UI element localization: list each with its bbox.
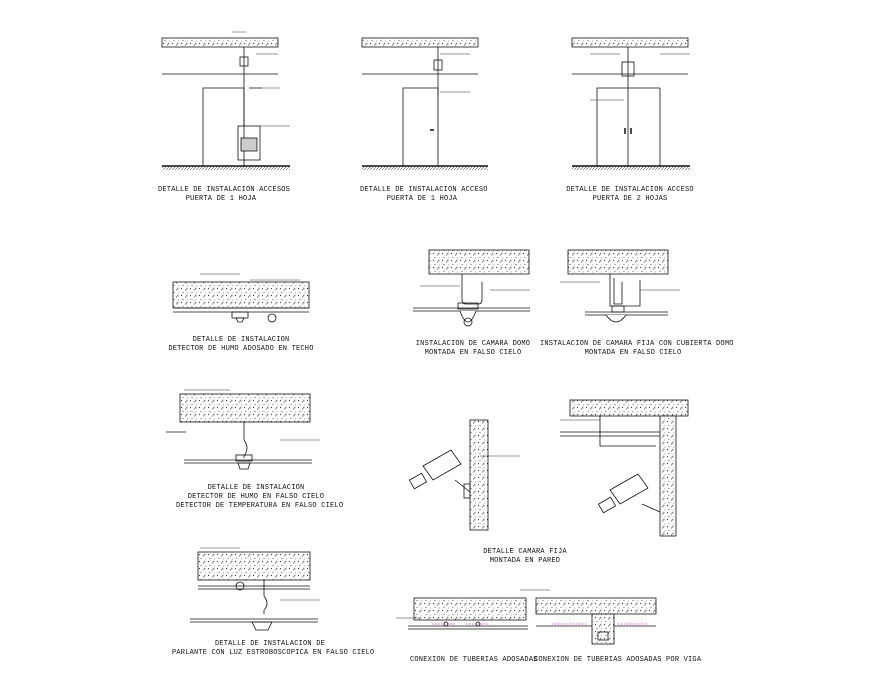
caption-pipe-connection: CONEXION DE TUBERIAS ADOSADAS xyxy=(410,656,538,665)
caption-line: DETALLE DE INSTALACION ACCESO xyxy=(566,186,694,194)
caption-line: DETALLE CAMARA FIJA xyxy=(483,548,567,556)
caption-fixed-camera-wall: DETALLE CAMARA FIJA MONTADA EN PARED xyxy=(470,548,580,566)
caption-door-access-2: DETALLE DE INSTALACION ACCESO PUERTA DE … xyxy=(360,186,488,204)
caption-line: DETECTOR DE TEMPERATURA EN FALSO CIELO xyxy=(176,502,344,510)
detail-fixed-camera-wall-beam xyxy=(560,399,689,537)
detail-door-access-1 xyxy=(161,37,290,170)
detail-fixed-camera-dome-cover xyxy=(567,249,669,323)
caption-door-access-1: DETALLE DE INSTALACION ACCESOS PUERTA DE… xyxy=(158,186,291,204)
detail-door-access-3 xyxy=(571,37,690,170)
caption-line: MONTADA EN FALSO CIELO xyxy=(424,349,522,357)
caption-line: DETECTOR DE HUMO EN FALSO CIELO xyxy=(187,493,325,501)
caption-pipe-connection-beam: CONEXION DE TUBERIAS ADOSADAS POR VIGA xyxy=(534,656,702,665)
caption-line: MONTADA EN FALSO CIELO xyxy=(584,349,682,357)
caption-fixed-camera-dome: INSTALACION DE CAMARA FIJA CON CUBIERTA … xyxy=(540,340,734,358)
caption-line: DETALLE DE INSTALACION xyxy=(192,336,290,344)
caption-line: CONEXION DE TUBERIAS ADOSADAS xyxy=(410,656,538,664)
caption-line: PUERTA DE 1 HOJA xyxy=(185,195,257,203)
detail-door-access-2 xyxy=(361,37,488,170)
caption-line: PUERTA DE 1 HOJA xyxy=(386,195,458,203)
caption-smoke-temp-false-ceiling: DETALLE DE INSTALACION DETECTOR DE HUMO … xyxy=(176,484,344,511)
caption-line: DETALLE DE INSTALACION ACCESOS xyxy=(158,186,291,194)
caption-line: INSTALACION DE CAMARA FIJA CON CUBIERTA … xyxy=(540,340,734,348)
caption-dome-camera: INSTALACION DE CAMARA DOMO MONTADA EN FA… xyxy=(414,340,532,358)
caption-line: PUERTA DE 2 HOJAS xyxy=(592,195,668,203)
caption-line: MONTADA EN PARED xyxy=(489,557,561,565)
caption-line: CONEXION DE TUBERIAS ADOSADAS POR VIGA xyxy=(534,656,702,664)
caption-smoke-detector-ceiling: DETALLE DE INSTALACION DETECTOR DE HUMO … xyxy=(166,336,316,354)
caption-line: DETALLE DE INSTALACION xyxy=(207,484,305,492)
detail-pipe-connection-beam xyxy=(535,597,657,645)
detail-fixed-camera-wall xyxy=(408,419,489,531)
detail-speaker-strobe xyxy=(190,551,318,631)
detail-dome-camera xyxy=(413,249,530,327)
caption-line: DETECTOR DE HUMO ADOSADO EN TECHO xyxy=(168,345,314,353)
caption-line: INSTALACION DE CAMARA DOMO xyxy=(415,340,531,348)
leader-lines xyxy=(184,31,690,619)
detail-smoke-detector-ceiling xyxy=(172,281,310,323)
caption-line: DETALLE DE INSTALACION ACCESO xyxy=(360,186,488,194)
detail-pipe-connection xyxy=(408,597,528,630)
caption-door-access-3: DETALLE DE INSTALACION ACCESO PUERTA DE … xyxy=(566,186,694,204)
detail-smoke-temp-false-ceiling xyxy=(166,393,312,470)
caption-speaker-strobe: DETALLE DE INSTALACION DE PARLANTE CON L… xyxy=(172,640,375,658)
caption-line: DETALLE DE INSTALACION DE xyxy=(214,640,326,648)
caption-line: PARLANTE CON LUZ ESTROBOSCOPICA EN FALSO… xyxy=(172,649,375,657)
